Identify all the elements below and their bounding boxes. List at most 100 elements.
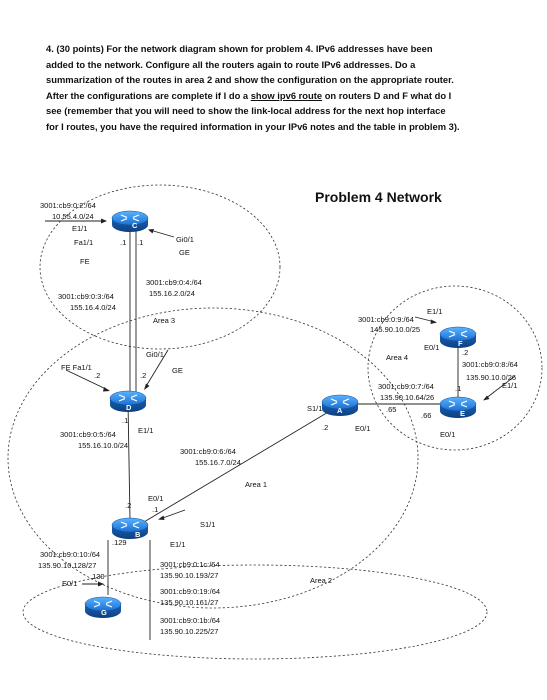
link-d-b [127,401,131,521]
c-lan2-ipv4: 155.16.4.0/24 [70,303,116,312]
router-e[interactable]: E [439,396,477,419]
d-lan-ipv6: 3001:cb9:0:5:/64 [60,430,116,439]
c-g0-interface: Gi0/1 [176,235,194,244]
area-1-label: Area 1 [245,480,267,489]
d-fe-interface: FE Fa1/1 [61,363,92,372]
arrow-e-lan [484,375,516,400]
problem-line: see (remember that you will need to show… [46,105,446,117]
e-e0-interface: E0/1 [440,430,455,439]
problem-line: 4. (30 points) For the network diagram s… [46,43,433,54]
router-label: G [101,608,107,617]
router-d[interactable]: D [109,390,147,413]
f-lan-ipv6: 3001:cb9:0:9:/64 [358,315,414,324]
cd-link-ipv4: 155.16.2.0/24 [149,289,195,298]
c-fe-label: FE [80,257,90,266]
a-host-address: .65 [386,405,396,414]
b-host-address: .129 [112,538,127,547]
b-s1-interface: S1/1 [200,520,215,529]
ef-link-ipv6: 3001:cb9:0:8:/64 [462,360,518,369]
c-host-address: .1 [137,238,143,247]
cd-link-ipv6: 3001:cb9:0:4:/64 [146,278,202,287]
arrow-head [101,218,107,224]
c-lan-ipv4: 10.55.4.0/24 [52,212,94,221]
a-e0-interface: E0/1 [355,424,370,433]
area-3-boundary [39,184,281,350]
router-f[interactable]: F [439,326,477,349]
router-label: D [126,403,132,412]
problem-line: After the configurations are complete if… [46,88,506,104]
lan-1b-ipv4: 135.90.10.225/27 [160,627,218,636]
area-0-boundary [7,307,419,609]
show-ipv6-route-command: show ipv6 route [250,89,323,101]
c-lan2-ipv6: 3001:cb9:0:3:/64 [58,292,114,301]
d-ge-label: GE [172,366,183,375]
problem-line: added to the network. Configure all the … [46,58,416,70]
arrow-head [98,581,104,587]
arrow-b-s1 [159,509,186,520]
b-host-address: .2 [125,501,131,510]
router-a[interactable]: A [321,394,359,417]
f-lan-ipv4: 145.90.10.0/25 [370,325,420,334]
diagram-title: Problem 4 Network [315,189,442,205]
router-label: C [132,221,138,230]
f-e1-interface: E1/1 [427,307,442,316]
area-3-label: Area 3 [153,316,175,325]
ae-link-ipv6: 3001:cb9:0:7:/64 [378,382,434,391]
router-label: F [458,339,463,348]
lan-1b-ipv6: 3001:cb9:0:1b:/64 [160,616,220,625]
c-fa1-interface: Fa1/1 [74,238,93,247]
arrow-head [144,383,150,390]
a-host-address: .2 [322,423,328,432]
bg-link-ipv6: 3001:cb9:0:10:/64 [40,550,100,559]
problem-text-segment: After the configurations are complete if… [46,89,251,101]
e-host-address: .1 [455,384,461,393]
lan-1c-ipv6: 3001:cb9:0:1c:/64 [160,560,220,569]
g-e0-interface: E0/1 [62,579,77,588]
arrow-head [103,387,110,392]
a-s1-interface: S1/1 [307,404,322,413]
b-e1-interface: E1/1 [170,540,185,549]
router-c[interactable]: C [111,210,149,233]
router-label: E [460,409,465,418]
e-e1-interface: E1/1 [502,381,517,390]
e-host-address: .66 [421,411,431,420]
b-e0-interface: E0/1 [148,494,163,503]
arrow-head [158,515,165,520]
router-label: B [135,530,141,539]
lan-19-ipv6: 3001:cb9:0:19:/64 [160,587,220,596]
arrow-d-fa [65,369,109,391]
d-e1-interface: E1/1 [138,426,153,435]
arrow-d-g0 [144,349,169,389]
problem-line: for I routes, you have the required info… [46,120,460,132]
area-2-boundary [22,564,488,660]
d-host-address: .1 [122,416,128,425]
c-ge-label: GE [179,248,190,257]
problem-line: summarization of the routes in area 2 an… [46,74,454,86]
c-host-address: .1 [120,238,126,247]
f-e0-interface: E0/1 [424,343,439,352]
d-g0-interface: Gi0/1 [146,350,164,359]
f-host-address: .2 [462,348,468,357]
ab-link-ipv4: 155.16.7.0/24 [195,458,241,467]
router-label: A [337,406,343,415]
area-4-boundary [367,285,543,451]
d-lan-ipv4: 155.16.10.0/24 [78,441,128,450]
bg-link-ipv4: 135.90.10.128/27 [38,561,96,570]
lan-19-ipv4: 135.90.10.161/27 [160,598,218,607]
area-4-label: Area 4 [386,353,408,362]
ae-link-ipv4: 135.90.10.64/26 [380,393,434,402]
arrow-head [148,229,154,234]
c-e1-interface: E1/1 [72,224,87,233]
router-g[interactable]: G [84,596,122,619]
b-host-address: .1 [152,505,158,514]
d-host-address: .2 [94,371,100,380]
g-host-address: .130 [90,572,105,581]
arrow-head [430,319,437,324]
router-b[interactable]: B [111,517,149,540]
arrow-head [483,395,490,401]
problem-text-segment: on routers D and F what do I [322,89,452,101]
c-lan-ipv6: 3001:cb9:0:2:/64 [40,201,96,210]
link-b-a [143,404,341,523]
area-2-label: Area 2 [310,576,332,585]
